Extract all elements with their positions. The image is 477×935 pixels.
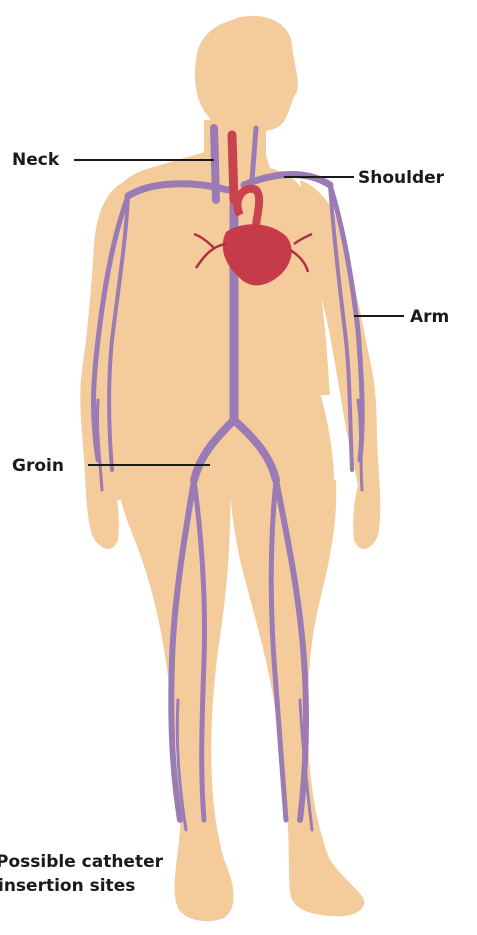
caption-line-2: insertion sites bbox=[0, 876, 135, 896]
right-leg bbox=[230, 480, 364, 916]
carotid-artery bbox=[232, 135, 234, 200]
shoulder-label: Shoulder bbox=[358, 168, 445, 188]
neck-label: Neck bbox=[12, 150, 60, 170]
arm-label: Arm bbox=[410, 307, 449, 327]
caption-line-1: Possible catheter bbox=[0, 852, 164, 872]
groin-label: Groin bbox=[12, 456, 64, 476]
